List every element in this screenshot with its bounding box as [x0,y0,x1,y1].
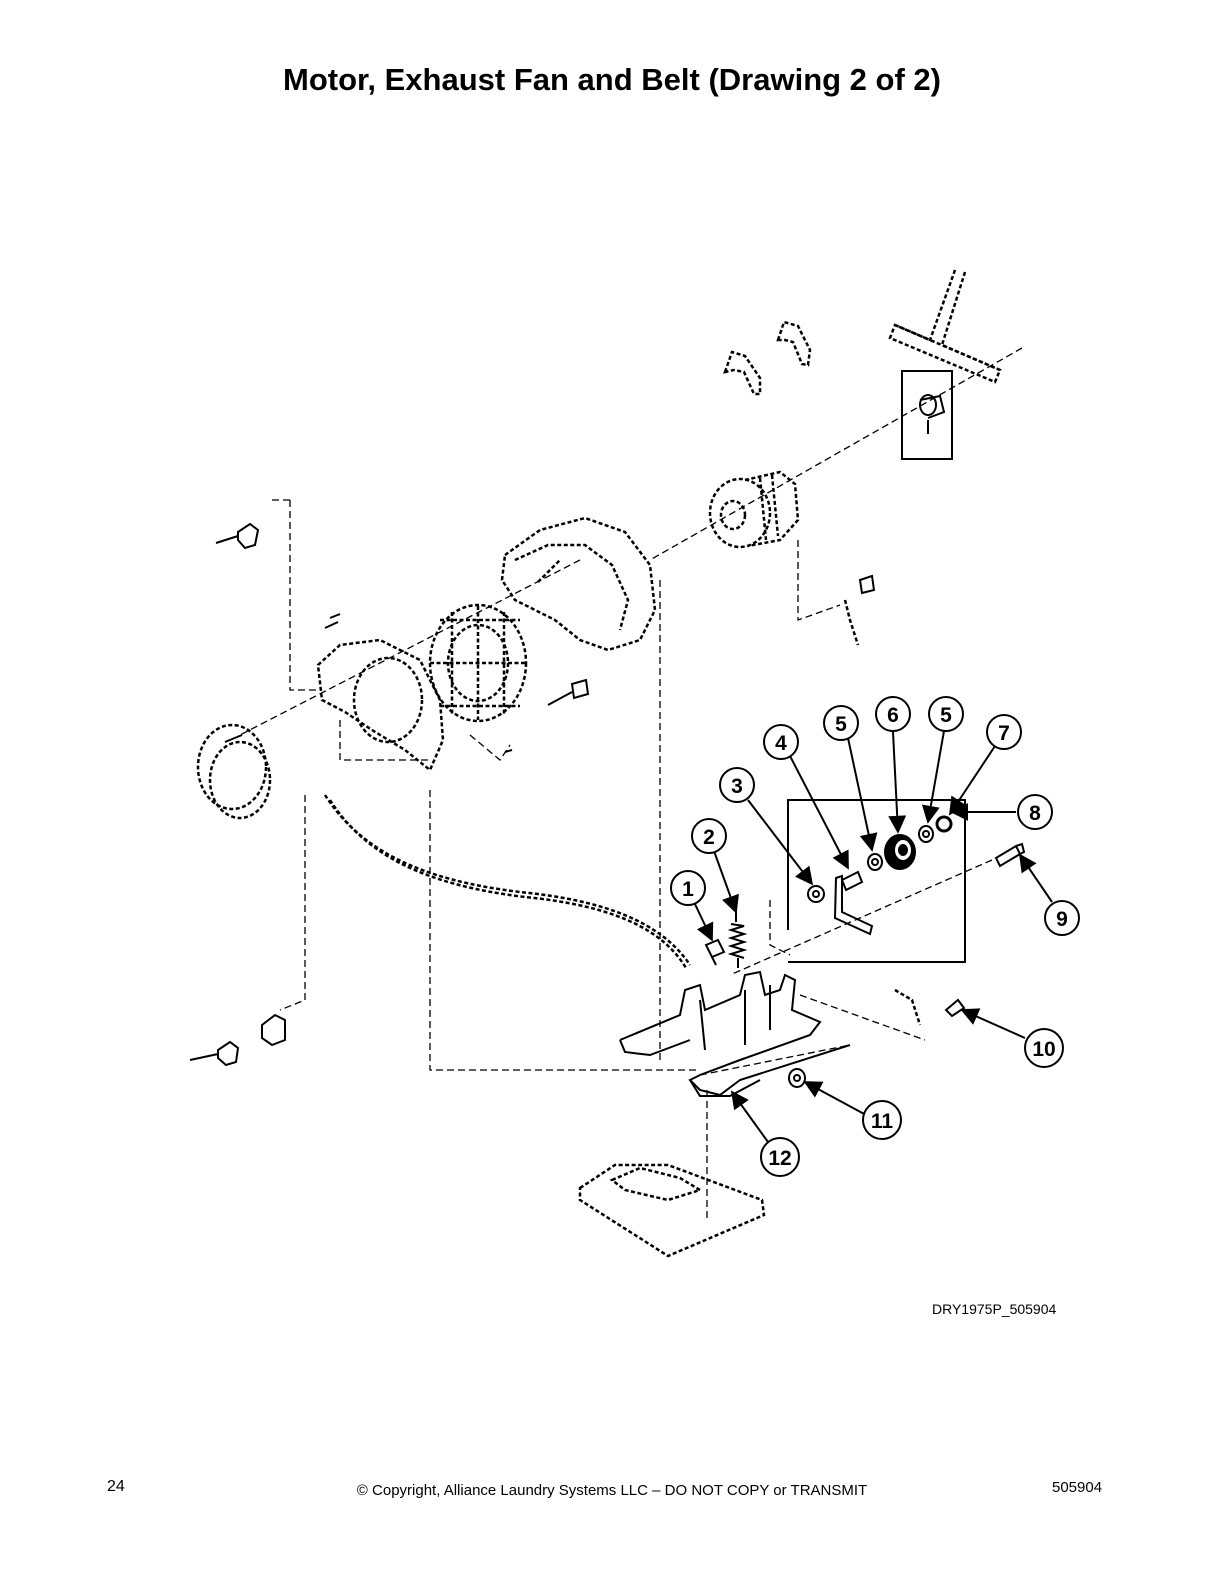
exhaust-fan-impeller [428,603,528,723]
callout-label: 6 [887,704,899,727]
callout-8 [1017,794,1053,830]
callout-6 [875,696,911,732]
blower-seal-ring [196,723,272,820]
page-title: Motor, Exhaust Fan and Belt (Drawing 2 o… [283,62,941,97]
drive-motor [708,470,800,549]
callout-label: 2 [703,826,715,849]
callout-10 [1024,1028,1064,1068]
callout-3 [719,767,755,803]
idler-nut [807,885,825,903]
drawing-id: DRY1975P_505904 [932,1301,1057,1317]
screw-10 [944,998,966,1018]
nut-11 [788,1068,806,1088]
idler-pulley [884,834,916,870]
idler-bracket [619,970,851,1097]
callout-label: 7 [998,722,1010,745]
callout-9 [1044,900,1080,936]
callout-5a [823,705,859,741]
screw-9 [994,842,1026,868]
callout-12 [760,1137,800,1177]
callout-label: 12 [768,1147,791,1170]
base-pan [578,1163,766,1258]
idler-retaining-nut [935,815,953,833]
hex-screw-a [547,678,590,706]
idler-washer-2 [918,825,934,843]
page-number: 24 [107,1478,125,1495]
callout-label: 8 [1029,802,1041,825]
copyright-notice: © Copyright, Alliance Laundry Systems LL… [356,1482,868,1499]
callout-label: 1 [682,878,694,901]
thermostat-upper [215,522,260,550]
callout-2 [691,818,727,854]
callout-label: 9 [1056,908,1068,931]
callout-label: 5 [940,704,952,727]
callout-label: 10 [1032,1038,1055,1061]
drive-belt [888,269,1002,384]
belt-detail-box [901,370,953,460]
thermostat-lower [189,1040,240,1067]
idler-arm [833,874,874,936]
callout-7 [986,714,1022,750]
idler-shaft-stud [840,870,864,892]
callout-11 [862,1100,902,1140]
wire-harness [323,794,692,966]
hex-screw-b [858,574,876,595]
belt-clip-right [776,320,812,367]
callout-label: 11 [871,1110,894,1133]
motor-mount-clip [843,599,860,646]
callout-label: 5 [835,713,847,736]
shoulder-screw [704,938,726,966]
idler-spring [727,912,748,968]
thermal-fuse [261,1013,286,1047]
blower-housing [500,516,657,652]
motor-pulley [919,394,946,434]
blower-front-cover [316,638,445,772]
callout-4 [763,724,799,760]
document-number: 505904 [1052,1479,1103,1496]
idler-washer [867,853,883,871]
callout-label: 4 [775,732,787,755]
callout-label: 3 [731,775,743,798]
callout-1 [670,870,706,906]
belt-clip-left [723,350,762,396]
callout-5b [928,696,964,732]
